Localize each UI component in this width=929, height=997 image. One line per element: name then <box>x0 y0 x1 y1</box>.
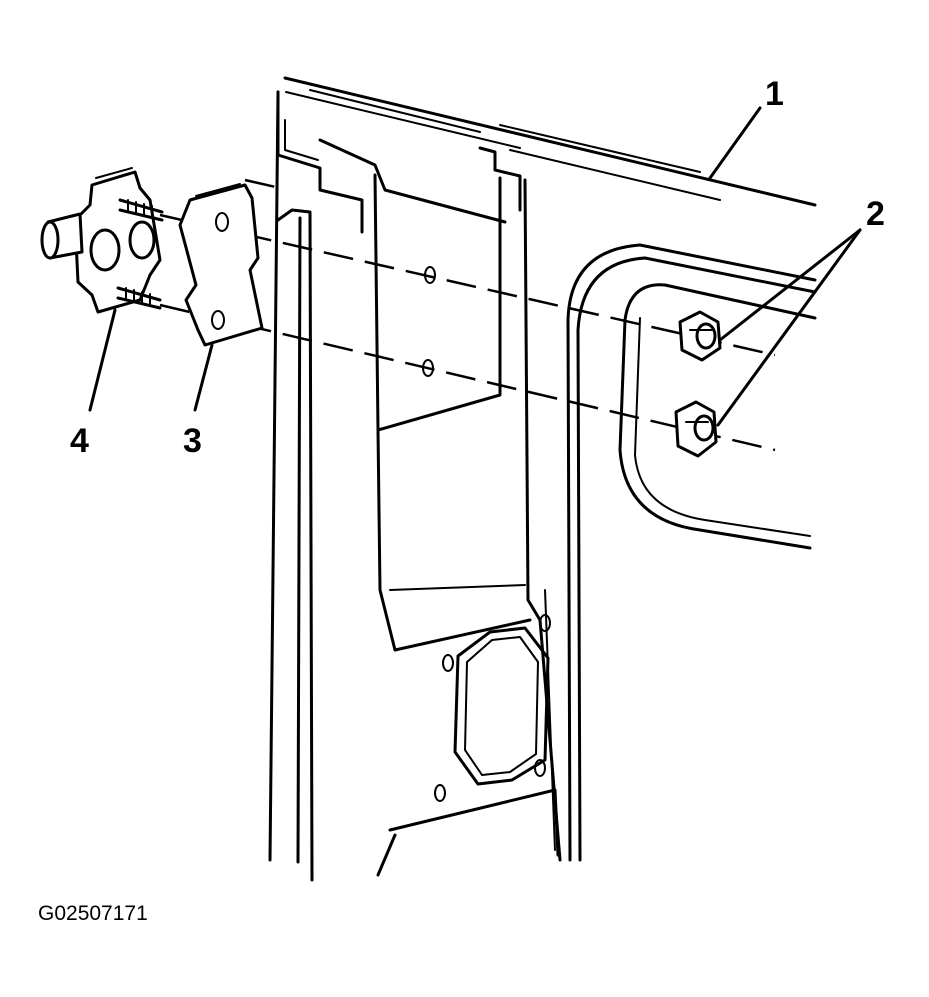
callout-4: 4 <box>70 422 89 460</box>
nut-lower <box>674 400 718 458</box>
callout-3: 3 <box>183 422 202 460</box>
hinge-bracket <box>40 167 164 314</box>
figure-id-label: G02507171 <box>38 902 148 925</box>
leader-lines <box>88 106 862 427</box>
door-frame <box>268 76 817 882</box>
callout-1: 1 <box>765 75 784 113</box>
nut-upper <box>678 310 722 362</box>
callout-2: 2 <box>866 195 885 233</box>
gasket <box>178 183 264 347</box>
